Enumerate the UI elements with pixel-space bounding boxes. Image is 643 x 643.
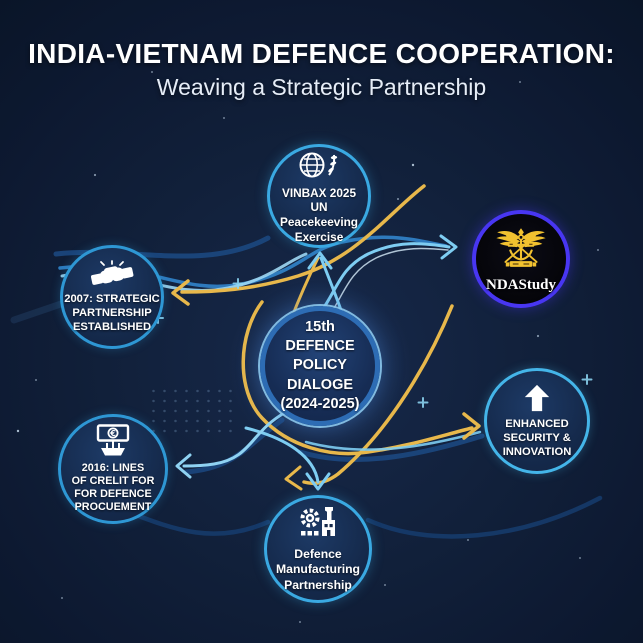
arrowhead-gold-hook [284,465,303,491]
node-ndastudy-logo: NDAStudy [472,210,570,308]
blue-connector [125,509,271,536]
node-label-line: 2007: STRATEGIC [64,293,160,305]
arrowhead-left-gold [171,279,190,306]
cyan-connector [182,410,288,468]
arrowhead-right-gold [462,412,481,440]
node-label-line: ESTABLISHED [72,321,152,333]
node-defence-manufacturing: Defence Manufacturing Partnership [264,495,372,603]
node-label-line: VINBAX 2025 [281,185,357,200]
arrowhead-up-cyan [307,251,333,270]
title-block: INDIA-VIETNAM DEFENCE COOPERATION: Weavi… [0,38,643,101]
main-title: INDIA-VIETNAM DEFENCE COOPERATION: [28,38,615,69]
node-label-line: INNOVATION [502,446,572,458]
node-label-line: (2024-2025) [280,395,360,412]
node-label-line: Exercise [294,229,344,244]
cyan-connector [244,426,320,484]
node-label-line: SECURITY & [503,432,571,444]
node-label-line: Partnership [284,577,352,592]
node-label-line: POLICY DIALOGE [286,357,354,393]
star-dots [16,71,599,623]
node-label-line: Defence [294,547,342,562]
cyan-connector [304,430,482,451]
node-label-line: 2016: LINES [81,461,145,474]
node-label-line: OF CRELIT FOR [71,474,155,487]
node-label-line: ENHANCED [505,418,569,430]
banknote-ship-icon: € [96,423,130,456]
handshake-icon [90,260,134,285]
un-globe-laurel-icon [299,152,338,178]
node-vinbax-exercise: VINBAX 2025 UN Peacekeeving Exercise [267,144,371,248]
tri-services-emblem-icon [496,227,546,267]
gear-factory-icon [300,507,335,537]
node-label-line: PROCUEMENT [74,501,152,514]
svg-text:€: € [109,428,116,437]
subtitle: Weaving a Strategic Partnership [156,74,487,100]
gold-connector [180,184,426,294]
arrowhead-down-cyan [305,472,331,491]
blue-connector [297,433,485,462]
node-enhanced-security: ENHANCED SECURITY & INNOVATION [484,368,590,474]
node-label-line: DEFENCE [285,338,355,355]
arrowhead-right-cyan [439,234,458,260]
node-label-line: UN Peacekeeving [279,200,359,229]
dot-grid-decor [148,386,240,434]
node-policy-dialogue-hub: 15th DEFENCE POLICY DIALOGE (2024-2025) [260,306,380,426]
blue-connector [365,495,603,539]
node-label-line: 15th [305,319,335,336]
node-2007-strategic-partnership: 2007: STRATEGIC PARTNERSHIP ESTABLISHED [60,245,164,349]
node-label-line: PARTNERSHIP [72,307,152,319]
gold-connector [241,300,474,456]
node-label-line: FOR DEFENCE [74,488,152,500]
arrow-up-icon [524,384,550,412]
node-2016-lines-of-credit: € 2016: LINES OF CRELIT FOR FOR DEFENCE … [58,414,168,524]
arrowhead-left-cyan [175,453,192,479]
ndastudy-label: NDAStudy [485,276,557,293]
node-label-line: Manufacturing [276,562,360,577]
